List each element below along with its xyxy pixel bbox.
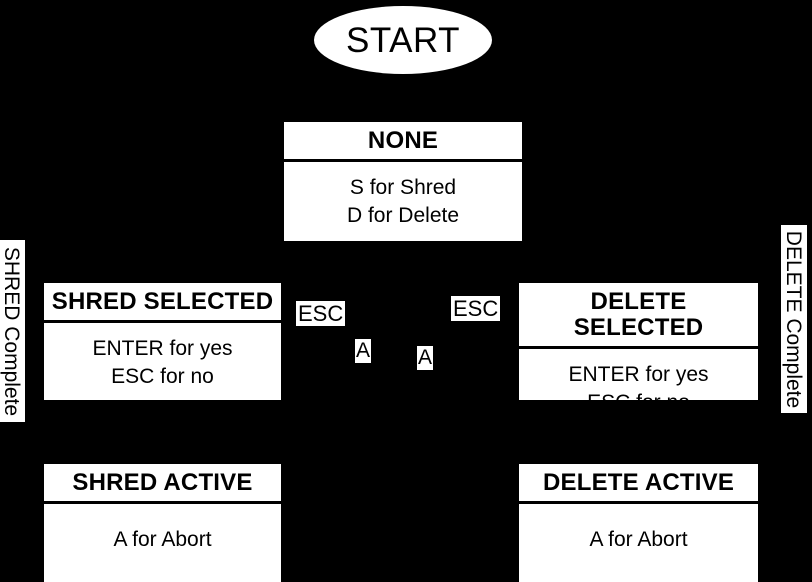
state-node-delete-selected[interactable]: DELETE SELECTED ENTER for yes ESC for no: [519, 283, 758, 414]
shred-complete-text: SHRED Complete: [0, 246, 24, 416]
state-shred-selected-title: SHRED SELECTED: [44, 283, 281, 323]
state-shred-active-title: SHRED ACTIVE: [44, 464, 281, 504]
state-node-shred-selected[interactable]: SHRED SELECTED ENTER for yes ESC for no: [44, 283, 281, 400]
transition-label-abort-right: A: [417, 346, 434, 371]
state-shred-selected-body: ENTER for yes ESC for no: [92, 336, 233, 388]
transition-label-shred-complete: SHRED Complete: [0, 240, 25, 422]
state-node-none[interactable]: NONE S for Shred D for Delete: [284, 122, 522, 241]
transition-label-delete-complete: DELETE Complete: [781, 225, 807, 413]
state-none-body: S for Shred D for Delete: [346, 175, 460, 227]
state-delete-selected-title: DELETE SELECTED: [519, 283, 758, 349]
state-node-shred-active[interactable]: SHRED ACTIVE A for Abort: [44, 464, 281, 582]
state-delete-selected-body: ENTER for yes ESC for no: [568, 362, 709, 414]
state-delete-active-body: A for Abort: [589, 527, 688, 551]
transition-label-abort-left: A: [355, 339, 372, 364]
state-node-start[interactable]: START: [314, 6, 492, 74]
start-node-label: START: [346, 20, 460, 60]
transition-label-esc-left: ESC: [296, 301, 346, 327]
transition-label-esc-right: ESC: [451, 296, 501, 322]
delete-complete-text: DELETE Complete: [782, 230, 806, 408]
state-delete-active-title: DELETE ACTIVE: [519, 464, 758, 504]
state-none-title: NONE: [284, 122, 522, 162]
state-shred-active-body: A for Abort: [113, 527, 212, 551]
state-node-delete-active[interactable]: DELETE ACTIVE A for Abort: [519, 464, 758, 582]
